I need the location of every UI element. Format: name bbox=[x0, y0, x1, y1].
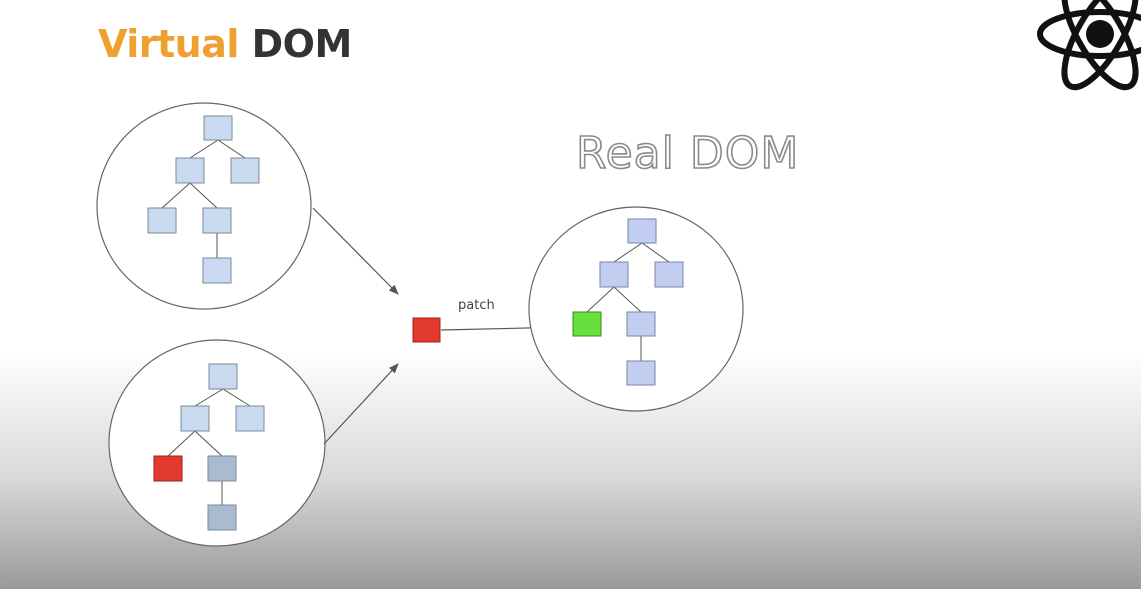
virtual-tree-previous-circle bbox=[96, 102, 312, 310]
tree-node bbox=[202, 207, 232, 234]
diff-arrow-updated bbox=[323, 363, 399, 445]
tree-node bbox=[627, 218, 657, 244]
slide-title: Virtual DOM bbox=[98, 22, 352, 66]
tree-node bbox=[207, 504, 237, 531]
diff-arrow-previous bbox=[312, 207, 399, 295]
tree-node bbox=[230, 157, 260, 184]
title-main-word: DOM bbox=[251, 22, 353, 66]
tree-node bbox=[626, 311, 656, 337]
virtual-tree-previous bbox=[96, 102, 312, 310]
tree-node bbox=[599, 261, 629, 288]
real-dom-circle bbox=[528, 206, 744, 412]
tree-node bbox=[654, 261, 684, 288]
corner-dots bbox=[2, 572, 1138, 588]
react-atom-icon bbox=[1037, 0, 1141, 91]
tree-node bbox=[208, 363, 238, 390]
patch-label: patch bbox=[458, 298, 495, 313]
tree-node bbox=[235, 405, 265, 432]
title-accent-word: Virtual bbox=[98, 22, 239, 66]
tree-node bbox=[147, 207, 177, 234]
tree-node bbox=[175, 157, 205, 184]
tree-node bbox=[202, 257, 232, 284]
virtual-tree-updated bbox=[108, 339, 326, 547]
tree-node bbox=[626, 360, 656, 386]
patch-node bbox=[412, 317, 441, 343]
tree-node bbox=[180, 405, 210, 432]
changed-node bbox=[153, 455, 183, 482]
real-dom-tree bbox=[528, 206, 744, 412]
real-dom-label: Real DOM bbox=[575, 127, 800, 180]
tree-node bbox=[203, 115, 233, 141]
tree-node bbox=[207, 455, 237, 482]
patched-node bbox=[572, 311, 602, 337]
